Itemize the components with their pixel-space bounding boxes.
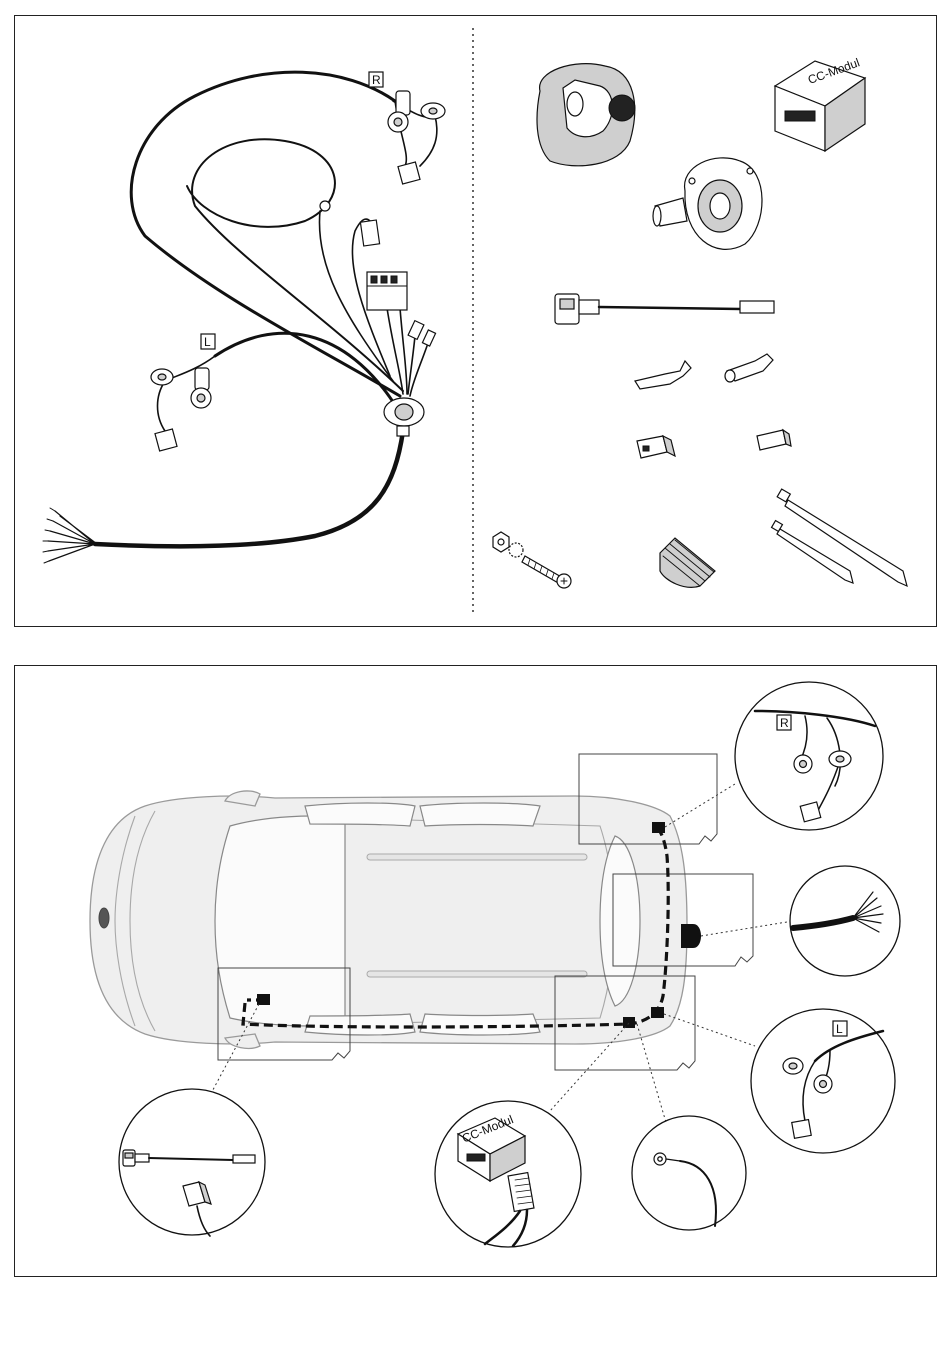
kit-contents-drawing: R L [15, 16, 936, 626]
callout-wire-ends [790, 866, 900, 976]
callout-left-lamp: L [751, 1009, 895, 1153]
installation-drawing: R L CC-Modul [15, 666, 936, 1276]
installation-overview-panel: R L CC-Modul [14, 665, 937, 1277]
marker-adapter [257, 994, 270, 1005]
marker-socket [681, 924, 701, 948]
marker-left-lamp [651, 1007, 664, 1018]
kit-contents-panel: R L [14, 15, 937, 627]
callout-adapter [119, 1089, 265, 1236]
callout-right-lamp: R [735, 682, 883, 830]
label-r: R [372, 73, 381, 87]
trailer-socket-icon [537, 64, 635, 166]
car-top-view-icon [90, 791, 687, 1048]
callout-label-r: R [780, 716, 789, 730]
crimp-terminal-icon [725, 354, 773, 382]
socket-mounting-plate-icon [653, 158, 762, 249]
adhesive-tape-icon [660, 538, 715, 587]
marker-cc-module [623, 1017, 635, 1028]
flat-terminal-icon [635, 361, 691, 389]
wiring-harness-icon: R L [43, 72, 445, 563]
callout-cc-module: CC-Modul [435, 1101, 581, 1247]
cable-ties-icon [772, 489, 907, 586]
cc-module-icon: CC-Modul [775, 55, 865, 151]
emblem-icon [99, 908, 109, 928]
connector-sleeve-icon [757, 430, 791, 450]
label-l: L [204, 335, 211, 349]
adapter-cable-icon [555, 294, 774, 324]
callout-label-l: L [836, 1022, 843, 1036]
callout-ground [632, 1116, 746, 1230]
bolt-nut-washer-icon [493, 532, 571, 588]
marker-right-lamp [652, 822, 665, 833]
plug-housing-icon [637, 436, 675, 458]
